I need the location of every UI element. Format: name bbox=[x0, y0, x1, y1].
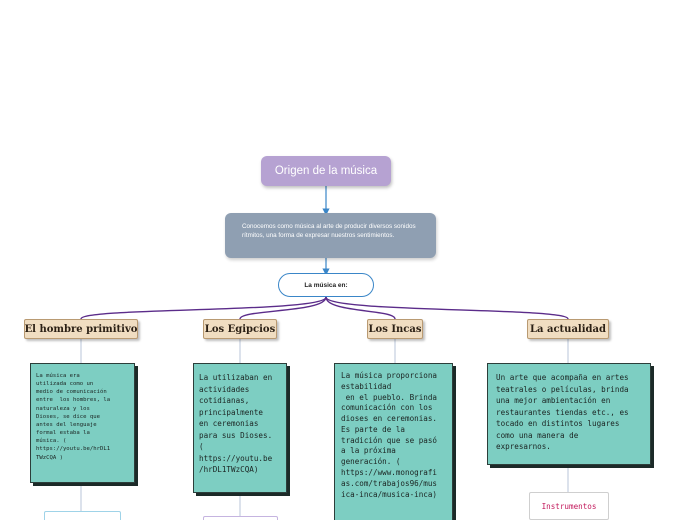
root-topic-title: Origen de la música bbox=[274, 165, 378, 177]
branch-los-incas[interactable]: Los Incas bbox=[367, 319, 423, 339]
branch-title: El hombre primitivo bbox=[24, 323, 138, 335]
branch-title: Los Incas bbox=[368, 323, 422, 335]
info-note-egipcios[interactable]: La utilizaban en actividades cotidianas,… bbox=[193, 363, 287, 493]
description-node[interactable]: Conocemos como música al arte de produci… bbox=[225, 213, 436, 258]
info-note-primitivo[interactable]: La música era utilizada como un medio de… bbox=[30, 363, 135, 483]
connector-hub-actualidad bbox=[325, 296, 569, 320]
description-text: Conocemos como música al arte de produci… bbox=[242, 223, 416, 240]
child-node-label: Instrumentos bbox=[541, 501, 597, 511]
child-node-instrumentos[interactable]: Instrumentos bbox=[529, 492, 609, 520]
child-node-egipcios[interactable] bbox=[203, 516, 278, 520]
connector-hub-incas bbox=[325, 296, 396, 320]
connector-hub-primitivo bbox=[80, 296, 327, 320]
info-note-incas[interactable]: La música proporciona estabilidad en el … bbox=[334, 363, 453, 520]
info-note-actualidad[interactable]: Un arte que acompaña en artes teatrales … bbox=[487, 363, 651, 465]
branch-title: Los Egipcios bbox=[204, 323, 276, 335]
branch-los-egipcios[interactable]: Los Egipcios bbox=[203, 319, 277, 339]
connector-hub-egipcios bbox=[239, 296, 327, 320]
branch-el-hombre-primitivo[interactable]: El hombre primitivo bbox=[24, 319, 138, 339]
hub-label: La música en: bbox=[304, 281, 348, 289]
branch-la-actualidad[interactable]: La actualidad bbox=[527, 319, 609, 339]
child-node-primitivo[interactable] bbox=[44, 511, 121, 520]
root-topic-node[interactable]: Origen de la música bbox=[261, 156, 391, 186]
branch-title: La actualidad bbox=[530, 323, 606, 335]
hub-node[interactable]: La música en: bbox=[278, 273, 374, 297]
